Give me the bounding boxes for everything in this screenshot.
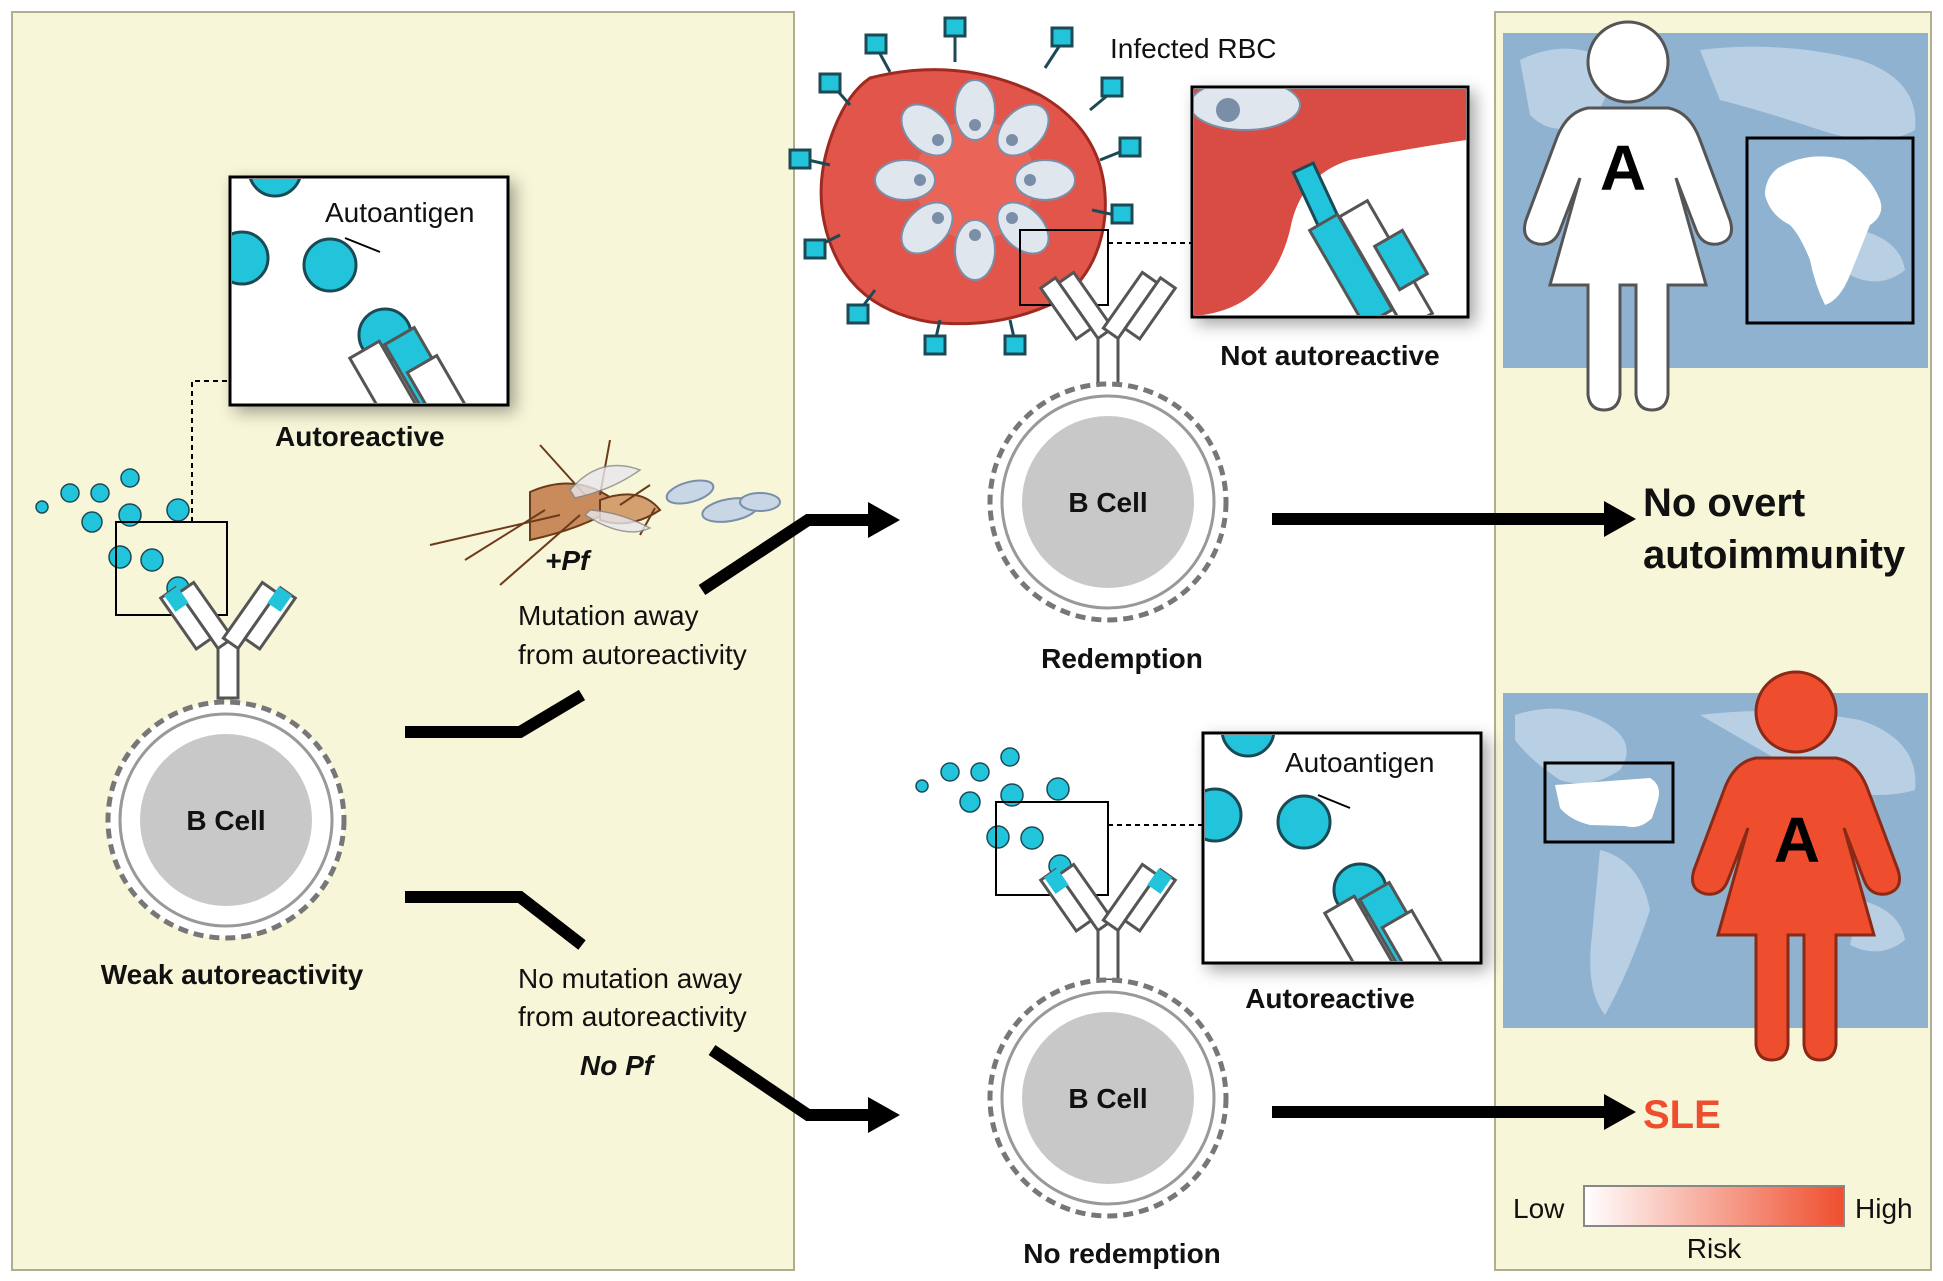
risk-high-label: High xyxy=(1855,1193,1913,1224)
mosquito-icon xyxy=(429,439,662,586)
ancestry-letter-bottom: A xyxy=(1774,804,1820,876)
b-cell-label-redemption: B Cell xyxy=(1068,487,1147,518)
plus-pf-label: +Pf xyxy=(545,545,592,576)
autoreactive-inset-bottom xyxy=(1201,731,1483,965)
not-autoreactive-label: Not autoreactive xyxy=(1220,340,1439,371)
no-mutation-label-line2: from autoreactivity xyxy=(518,1001,747,1032)
arrow-to-no-overt xyxy=(1272,501,1636,537)
risk-low-label: Low xyxy=(1513,1193,1565,1224)
no-mutation-label-line1: No mutation away xyxy=(518,963,742,994)
africa-box xyxy=(1745,136,1915,325)
b-cell-label-left: B Cell xyxy=(186,805,265,836)
person-no-autoimmunity-icon xyxy=(1523,20,1733,412)
arrow-to-no-redemption xyxy=(405,891,900,1133)
infected-rbc-icon xyxy=(788,16,1142,356)
autoreactive-inset-contents xyxy=(232,179,469,403)
autoreactive-inset-bottom-contents xyxy=(1205,735,1444,961)
autoreactive-inset xyxy=(228,175,510,407)
arrow-to-redemption xyxy=(405,502,900,738)
arrow-to-sle xyxy=(1272,1094,1636,1130)
usa-icon xyxy=(1555,778,1659,827)
africa-icon xyxy=(1765,156,1882,305)
antibody-no-redemption xyxy=(1039,862,1177,982)
sporozoites-icon xyxy=(665,479,781,523)
redemption-label: Redemption xyxy=(1041,643,1203,674)
person-sle-icon xyxy=(1691,670,1901,1062)
infected-rbc-label: Infected RBC xyxy=(1110,33,1277,64)
mutation-label-line1: Mutation away xyxy=(518,600,699,631)
antibody-left xyxy=(159,580,297,700)
autoantigen-label-bottom: Autoantigen xyxy=(1285,747,1434,778)
mutation-label-line2: from autoreactivity xyxy=(518,639,747,670)
no-overt-label-line1: No overt xyxy=(1643,481,1805,525)
risk-gradient-bar xyxy=(1583,1185,1845,1227)
not-autoreactive-inset-contents xyxy=(1194,89,1466,315)
b-cell-label-no-redemption: B Cell xyxy=(1068,1083,1147,1114)
sle-label: SLE xyxy=(1643,1093,1721,1137)
autoantigen-label-top: Autoantigen xyxy=(325,197,474,228)
risk-title-label: Risk xyxy=(1687,1233,1742,1264)
autoantigen-dots-left xyxy=(35,468,190,600)
autoreactive-label-top: Autoreactive xyxy=(275,421,445,452)
autoreactive-label-bottom: Autoreactive xyxy=(1245,983,1415,1014)
autoantigen-dots-bottom xyxy=(915,747,1072,878)
no-pf-label: No Pf xyxy=(580,1050,656,1081)
no-redemption-label: No redemption xyxy=(1023,1238,1221,1269)
no-overt-label-line2: autoimmunity xyxy=(1643,533,1906,577)
weak-autoreactivity-label: Weak autoreactivity xyxy=(101,959,364,990)
inset-connector-left xyxy=(191,380,230,522)
ancestry-letter-top: A xyxy=(1600,132,1646,204)
usa-box xyxy=(1543,761,1675,844)
